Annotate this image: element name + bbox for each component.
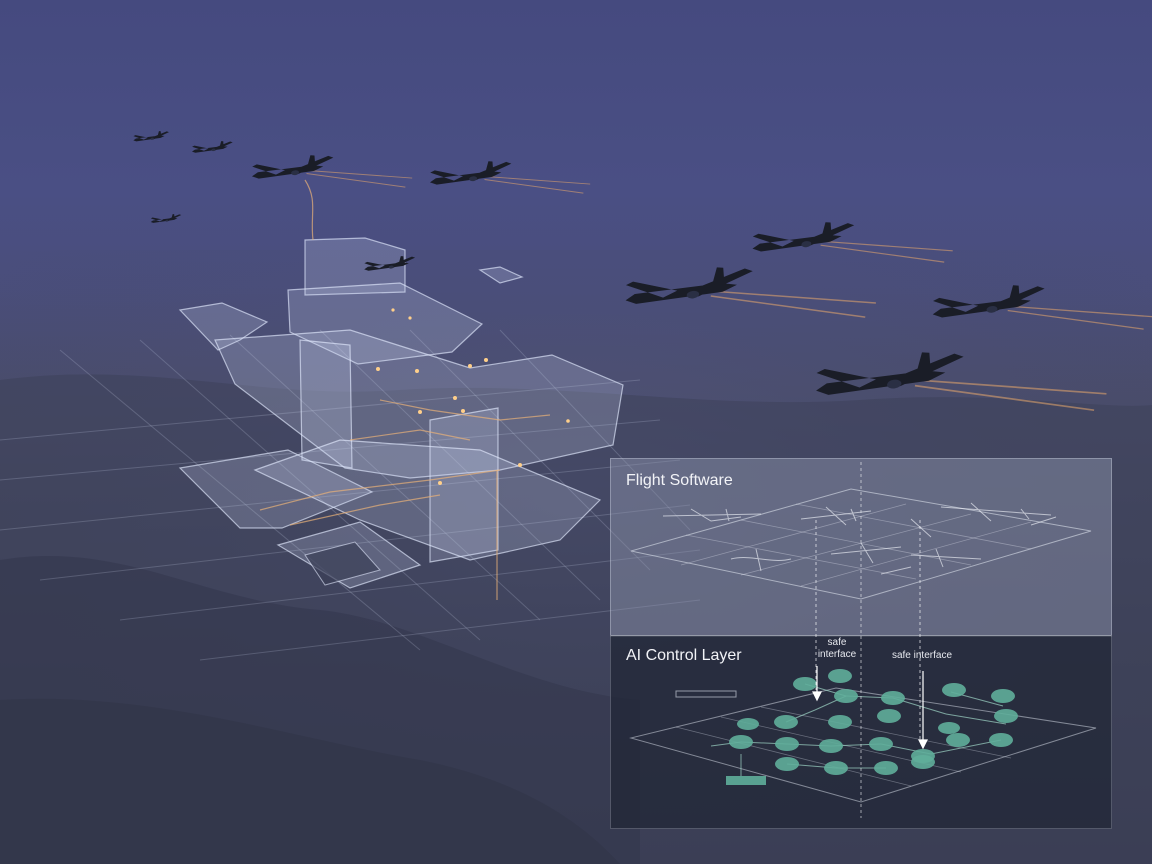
flight-software-diagram: Flight Software: [626, 472, 1092, 600]
ai-control-layer-title: AI Control Layer: [626, 647, 742, 664]
network-nodes: [729, 669, 1018, 775]
aircraft-icon: [251, 155, 413, 188]
flight-software-title: Flight Software: [626, 472, 733, 489]
glass-cutout: [304, 541, 381, 586]
ai-control-network: AI Control Layer: [626, 647, 1097, 803]
aircraft-icon: [752, 222, 953, 263]
light-points: [376, 308, 570, 485]
aircraft-icon: [364, 256, 416, 271]
aircraft-icon: [191, 141, 233, 153]
aircraft-group: [133, 131, 1152, 412]
aircraft-outlines: [662, 502, 1057, 575]
network-block: [726, 776, 766, 785]
network-block-outline: [675, 690, 737, 698]
aircraft-icon: [816, 352, 1107, 412]
circuit-lines: [259, 179, 551, 600]
safe-interface-label-left: safe interface: [812, 637, 862, 661]
glass-architecture: [178, 237, 624, 589]
aircraft-icon: [133, 131, 169, 142]
arrow-down-icon: [812, 666, 928, 750]
aircraft-icon: [625, 267, 876, 318]
aircraft-icon: [429, 161, 591, 194]
aircraft-icon: [150, 214, 182, 223]
safe-interface-label-right: safe interface: [891, 650, 953, 661]
safe-interface-label-left-line1: safe: [827, 637, 847, 648]
aircraft-icon: [932, 285, 1152, 330]
safe-interface-label-left-line2: interface: [817, 649, 857, 660]
